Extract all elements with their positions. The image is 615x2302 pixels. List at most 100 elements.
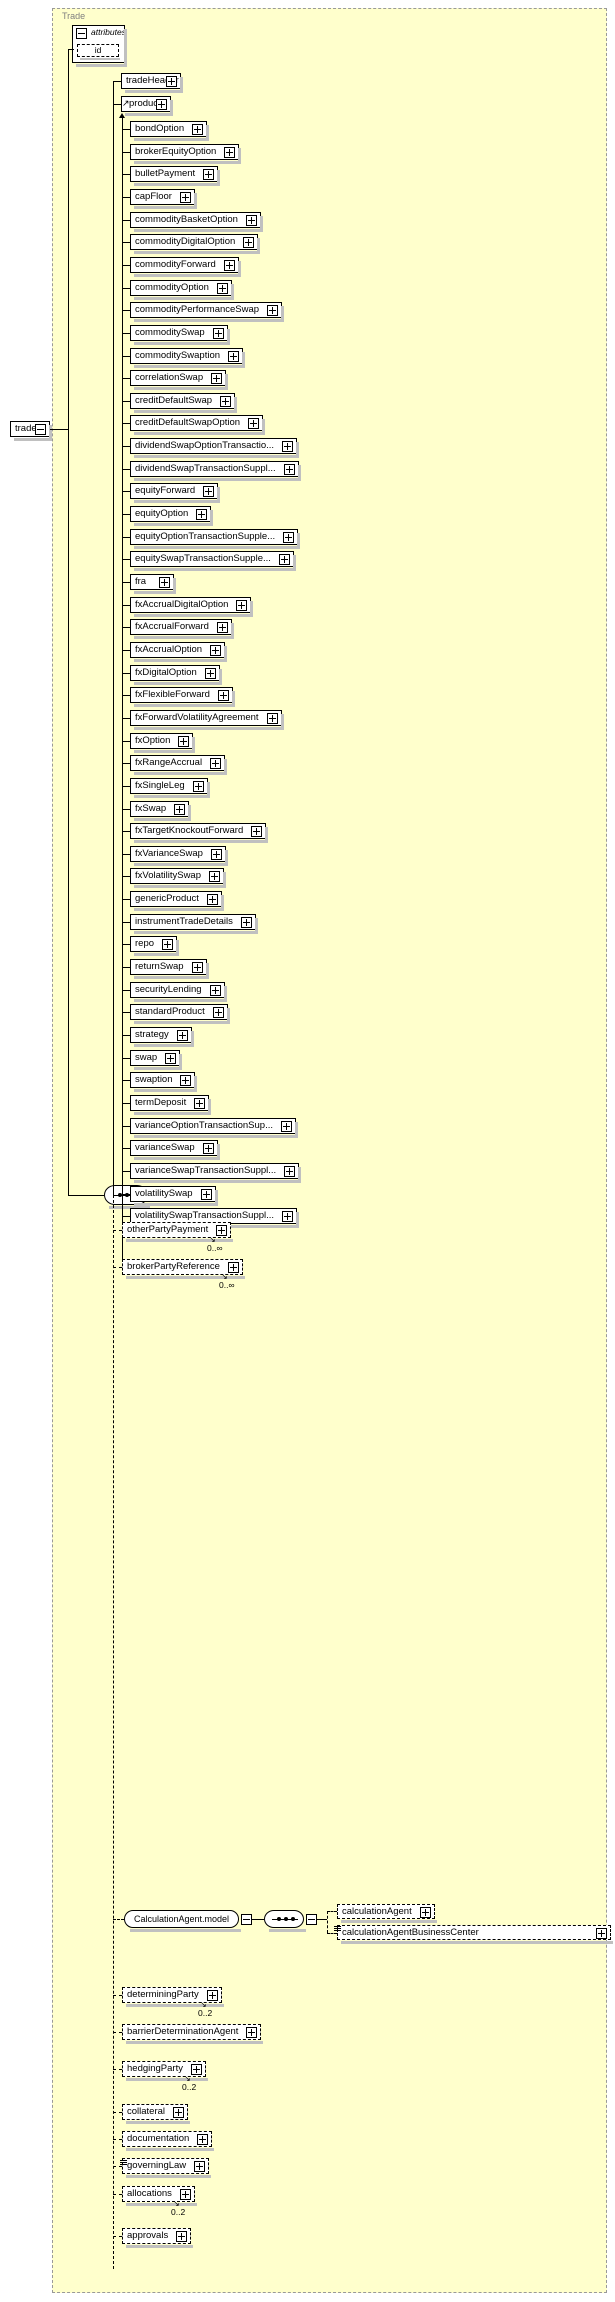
element-creditDefaultSwapOption[interactable]: creditDefaultSwapOption xyxy=(130,415,265,435)
element-fxFlexibleForward[interactable]: fxFlexibleForward xyxy=(130,687,235,707)
plus-icon[interactable] xyxy=(246,2027,257,2038)
element-commodityOption[interactable]: commodityOption xyxy=(130,280,234,300)
element-bulletPayment[interactable]: bulletPayment xyxy=(130,166,220,186)
plus-icon[interactable] xyxy=(180,192,191,203)
plus-icon[interactable] xyxy=(192,962,203,973)
plus-icon[interactable] xyxy=(218,690,229,701)
plus-icon[interactable] xyxy=(211,849,222,860)
plus-icon[interactable] xyxy=(279,554,290,565)
plus-icon[interactable] xyxy=(176,2231,187,2242)
plus-icon[interactable] xyxy=(251,826,262,837)
plus-icon[interactable] xyxy=(420,1907,431,1918)
element-hedgingParty[interactable]: hedgingParty xyxy=(122,2061,208,2081)
element-volatilitySwap[interactable]: volatilitySwap xyxy=(130,1186,218,1206)
element-equitySwapTransactionSupple[interactable]: equitySwapTransactionSupple... xyxy=(130,551,296,571)
plus-icon[interactable] xyxy=(203,1143,214,1154)
element-swap[interactable]: swap xyxy=(130,1050,182,1070)
plus-icon[interactable] xyxy=(210,758,221,769)
plus-icon[interactable] xyxy=(217,283,228,294)
plus-icon[interactable] xyxy=(282,441,293,452)
element-fxRangeAccrual[interactable]: fxRangeAccrual xyxy=(130,755,227,775)
element-fra[interactable]: fra xyxy=(130,574,176,594)
element-equityForward[interactable]: equityForward xyxy=(130,483,220,503)
plus-icon[interactable] xyxy=(267,713,278,724)
element-equityOption[interactable]: equityOption xyxy=(130,506,213,526)
element-calculationAgent[interactable]: calculationAgent xyxy=(337,1904,437,1923)
element-documentation[interactable]: documentation xyxy=(122,2131,214,2151)
element-fxOption[interactable]: fxOption xyxy=(130,733,195,753)
plus-icon[interactable] xyxy=(194,2161,205,2172)
element-fxSwap[interactable]: fxSwap xyxy=(130,801,191,821)
plus-icon[interactable] xyxy=(241,917,252,928)
element-fxTargetKnockoutForward[interactable]: fxTargetKnockoutForward xyxy=(130,823,268,843)
minus-icon[interactable] xyxy=(241,1914,252,1925)
element-equityOptionTransactionSupple[interactable]: equityOptionTransactionSupple... xyxy=(130,529,300,549)
plus-icon[interactable] xyxy=(282,1211,293,1222)
element-instrumentTradeDetails[interactable]: instrumentTradeDetails xyxy=(130,914,258,934)
element-commodityPerformanceSwap[interactable]: commodityPerformanceSwap xyxy=(130,302,284,322)
element-correlationSwap[interactable]: correlationSwap xyxy=(130,370,228,390)
element-allocations[interactable]: allocations xyxy=(122,2186,197,2206)
element-commodityForward[interactable]: commodityForward xyxy=(130,257,241,277)
element-fxForwardVolatilityAgreement[interactable]: fxForwardVolatilityAgreement xyxy=(130,710,284,730)
element-genericProduct[interactable]: genericProduct xyxy=(130,891,224,911)
plus-icon[interactable] xyxy=(216,1225,227,1236)
plus-icon[interactable] xyxy=(162,939,173,950)
plus-icon[interactable] xyxy=(213,1007,224,1018)
plus-icon[interactable] xyxy=(159,577,170,588)
plus-icon[interactable] xyxy=(192,124,203,135)
element-otherPartyPayment[interactable]: otherPartyPayment xyxy=(122,1222,233,1242)
plus-icon[interactable] xyxy=(196,509,207,520)
plus-icon[interactable] xyxy=(210,985,221,996)
element-fxAccrualDigitalOption[interactable]: fxAccrualDigitalOption xyxy=(130,597,253,617)
element-fxSingleLeg[interactable]: fxSingleLeg xyxy=(130,778,210,798)
plus-icon[interactable] xyxy=(180,1075,191,1086)
plus-icon[interactable] xyxy=(178,736,189,747)
plus-icon[interactable] xyxy=(203,486,214,497)
element-fxDigitalOption[interactable]: fxDigitalOption xyxy=(130,665,222,685)
element-commodityBasketOption[interactable]: commodityBasketOption xyxy=(130,212,263,232)
element-varianceSwap[interactable]: varianceSwap xyxy=(130,1140,220,1160)
attribute-id[interactable]: id xyxy=(77,44,120,60)
plus-icon[interactable] xyxy=(217,622,228,633)
plus-icon[interactable] xyxy=(197,2134,208,2145)
plus-icon[interactable] xyxy=(166,76,177,87)
element-varianceSwapTransactionSuppl[interactable]: varianceSwapTransactionSuppl... xyxy=(130,1163,301,1183)
element-capFloor[interactable]: capFloor xyxy=(130,189,197,209)
plus-icon[interactable] xyxy=(236,600,247,611)
plus-icon[interactable] xyxy=(177,1030,188,1041)
element-commodityDigitalOption[interactable]: commodityDigitalOption xyxy=(130,234,260,254)
element-fxAccrualOption[interactable]: fxAccrualOption xyxy=(130,642,227,662)
plus-icon[interactable] xyxy=(283,532,294,543)
minus-icon[interactable] xyxy=(306,1914,317,1925)
plus-icon[interactable] xyxy=(284,464,295,475)
element-returnSwap[interactable]: returnSwap xyxy=(130,959,209,979)
plus-icon[interactable] xyxy=(165,1053,176,1064)
plus-icon[interactable] xyxy=(191,2064,202,2075)
plus-icon[interactable] xyxy=(267,305,278,316)
element-commoditySwaption[interactable]: commoditySwaption xyxy=(130,348,245,368)
plus-icon[interactable] xyxy=(201,1189,212,1200)
plus-icon[interactable] xyxy=(203,169,214,180)
element-tradeHeader[interactable]: tradeHeader xyxy=(121,73,183,93)
plus-icon[interactable] xyxy=(228,351,239,362)
element-bondOption[interactable]: bondOption xyxy=(130,121,209,141)
plus-icon[interactable] xyxy=(156,99,167,110)
plus-icon[interactable] xyxy=(213,328,224,339)
plus-icon[interactable] xyxy=(207,1990,218,2001)
element-dividendSwapTransactionSuppl[interactable]: dividendSwapTransactionSuppl... xyxy=(130,461,301,481)
element-fxVarianceSwap[interactable]: fxVarianceSwap xyxy=(130,846,228,866)
plus-icon[interactable] xyxy=(174,804,185,815)
plus-icon[interactable] xyxy=(193,781,204,792)
minus-icon[interactable] xyxy=(35,424,46,435)
plus-icon[interactable] xyxy=(281,1121,292,1132)
element-repo[interactable]: repo xyxy=(130,936,179,956)
element-varianceOptionTransactionSup[interactable]: varianceOptionTransactionSup... xyxy=(130,1118,298,1138)
plus-icon[interactable] xyxy=(173,2107,184,2118)
element-fxVolatilitySwap[interactable]: fxVolatilitySwap xyxy=(130,868,226,888)
plus-icon[interactable] xyxy=(220,396,231,407)
element-dividendSwapOptionTransactio[interactable]: dividendSwapOptionTransactio... xyxy=(130,438,299,458)
element-trade[interactable]: trade xyxy=(10,421,52,441)
element-determiningParty[interactable]: determiningParty xyxy=(122,1987,224,2007)
element-brokerEquityOption[interactable]: brokerEquityOption xyxy=(130,144,241,164)
